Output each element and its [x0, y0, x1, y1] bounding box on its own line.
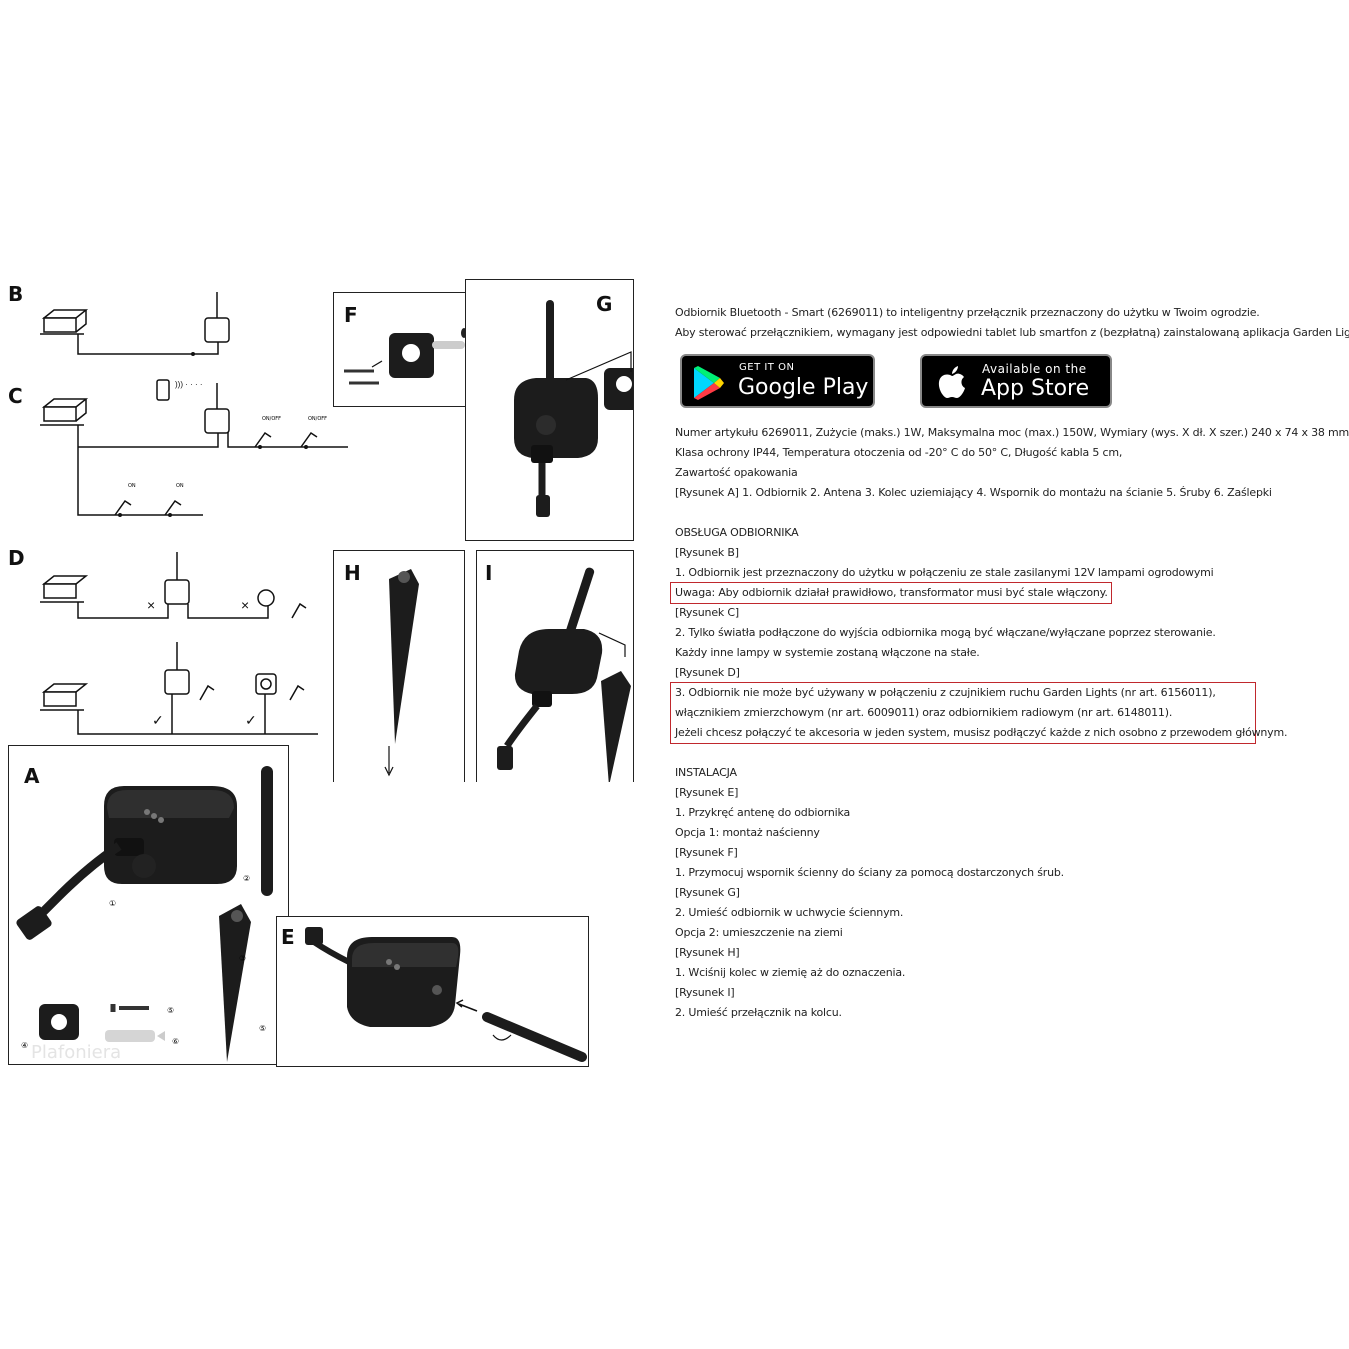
figure-label-i: I [485, 561, 493, 585]
panel-i: I [476, 550, 634, 782]
panel-e: E [276, 916, 589, 1067]
operation-line-6: Każdy inne lampy w systemie zostaną włąc… [675, 646, 980, 659]
figure-label-h: H [344, 561, 361, 585]
panel-g: G [465, 279, 634, 541]
part-number-4: ④ [21, 1041, 28, 1050]
operation-line-7: [Rysunek D] [675, 666, 740, 679]
diagram-d: × × ✓ ✓ [40, 552, 318, 735]
installation-line-11: [Rysunek I] [675, 986, 735, 999]
figure-label-f: F [344, 303, 358, 327]
section-heading-installation: INSTALACJA [675, 766, 737, 779]
operation-line-10: Jeżeli chcesz połączyć te akcesoria w je… [675, 726, 1288, 739]
installation-line-1: [Rysunek E] [675, 786, 739, 799]
figure-label-d: D [8, 546, 25, 570]
apple-icon [938, 366, 965, 398]
warning-highlight-box [670, 582, 1112, 604]
app-store-small-text: Available on the [982, 362, 1087, 376]
antenna-mounting-illustration [305, 927, 587, 1062]
installation-line-10: 1. Wciśnij kolec w ziemię aż do oznaczen… [675, 966, 906, 979]
panel-a: A ① ② ③ ④ ⑤ ⑥ ⑤ Plafoniera [8, 745, 289, 1065]
figure-label-g: G [596, 292, 613, 316]
spec-line-2: Klasa ochrony IP44, Temperatura otoczeni… [675, 446, 1123, 459]
diagram-b [40, 292, 230, 356]
part-number-3: ③ [239, 954, 246, 963]
product-contents-illustration: ① ② ③ ④ ⑤ ⑥ ⑤ Plafoniera [16, 766, 273, 1063]
on-off-label-2: ON/OFF [308, 416, 327, 422]
intro-line-1: Odbiornik Bluetooth - Smart (6269011) to… [675, 306, 1260, 319]
operation-line-4: [Rysunek C] [675, 606, 739, 619]
app-store-big-text: App Store [981, 376, 1090, 401]
google-play-icon [694, 366, 724, 400]
receiver-on-spike-illustration [497, 567, 631, 782]
figure-label-c: C [8, 384, 23, 408]
operation-line-3-warning: Uwaga: Aby odbiornik działał prawidłowo,… [675, 586, 1108, 599]
google-play-big-text: Google Play [738, 375, 869, 400]
svg-text:✓: ✓ [245, 712, 257, 728]
spec-line-4: [Rysunek A] 1. Odbiornik 2. Antena 3. Ko… [675, 486, 1272, 499]
ground-spike-illustration [384, 569, 419, 777]
installation-line-6: [Rysunek G] [675, 886, 740, 899]
figure-label-a: A [24, 764, 40, 788]
spec-line-1: Numer artykułu 6269011, Zużycie (maks.) … [675, 426, 1349, 439]
svg-text:))) · · · ·: ))) · · · · [175, 380, 203, 389]
installation-line-2: 1. Przykręć antenę do odbiornika [675, 806, 851, 819]
receiver-in-bracket-illustration [514, 300, 633, 517]
diagram-c: ))) · · · · ON/OFF ON/OFF ON ON [40, 379, 348, 517]
panel-h: H [333, 550, 465, 782]
app-store-badge[interactable]: Available on the App Store [920, 354, 1112, 408]
spec-line-3: Zawartość opakowania [675, 466, 798, 479]
operation-line-5: 2. Tylko światła podłączone do wyjścia o… [675, 626, 1216, 639]
svg-text:×: × [241, 597, 249, 613]
part-number-1: ① [109, 899, 116, 908]
watermark-text: Plafoniera [31, 1042, 121, 1063]
on-label-2: ON [176, 483, 184, 489]
installation-line-8: Opcja 2: umieszczenie na ziemi [675, 926, 843, 939]
installation-line-4: [Rysunek F] [675, 846, 738, 859]
google-play-small-text: GET IT ON [739, 362, 795, 373]
intro-line-2: Aby sterować przełącznikiem, wymagany je… [675, 326, 1349, 339]
installation-line-3: Opcja 1: montaż naścienny [675, 826, 820, 839]
on-label-1: ON [128, 483, 136, 489]
operation-line-8: 3. Odbiornik nie może być używany w połą… [675, 686, 1216, 699]
operation-line-2: 1. Odbiornik jest przeznaczony do użytku… [675, 566, 1214, 579]
on-off-label-1: ON/OFF [262, 416, 281, 422]
part-number-5: ⑤ [167, 1006, 174, 1015]
figure-label-e: E [281, 925, 295, 949]
installation-line-9: [Rysunek H] [675, 946, 740, 959]
google-play-badge[interactable]: GET IT ON Google Play [680, 354, 875, 408]
part-number-5b: ⑤ [259, 1024, 266, 1033]
part-number-6: ⑥ [172, 1037, 179, 1046]
part-number-2: ② [243, 874, 250, 883]
operation-line-1: [Rysunek B] [675, 546, 739, 559]
section-heading-operation: OBSŁUGA ODBIORNIKA [675, 526, 799, 539]
installation-line-7: 2. Umieść odbiornik w uchwycie ściennym. [675, 906, 904, 919]
installation-line-5: 1. Przymocuj wspornik ścienny do ściany … [675, 866, 1064, 879]
svg-text:×: × [147, 597, 155, 613]
figure-label-b: B [8, 282, 24, 306]
installation-line-12: 2. Umieść przełącznik na kolcu. [675, 1006, 842, 1019]
svg-text:✓: ✓ [152, 712, 164, 728]
operation-line-9: włącznikiem zmierzchowym (nr art. 600901… [675, 706, 1173, 719]
compatibility-highlight-box [670, 682, 1256, 744]
